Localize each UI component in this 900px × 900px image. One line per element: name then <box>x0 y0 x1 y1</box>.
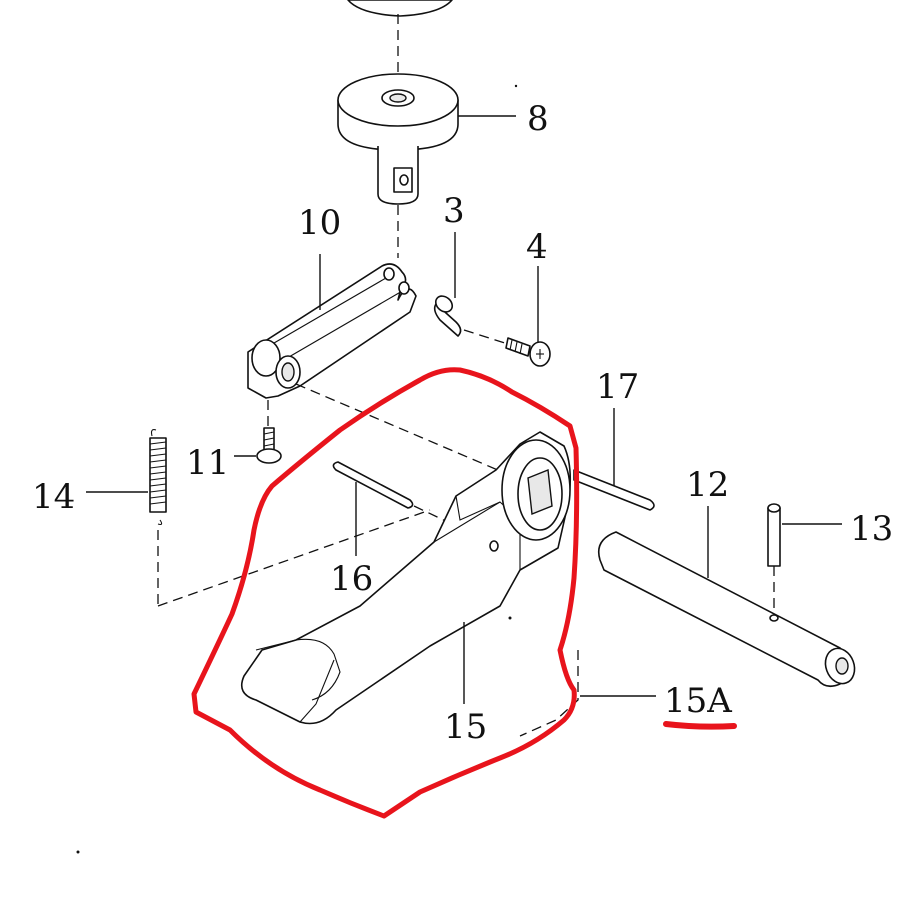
part-13-pin <box>767 503 781 567</box>
label-13: 13 <box>850 509 893 549</box>
part-16-pin <box>332 461 453 525</box>
label-11: 11 <box>186 443 229 483</box>
label-15a: 15A <box>664 681 732 721</box>
part-17-pin <box>573 469 655 511</box>
highlight-outline <box>191 367 580 819</box>
part-4-screw <box>463 329 551 367</box>
label-4: 4 <box>526 227 548 267</box>
label-3: 3 <box>443 191 465 231</box>
assembly-line-c <box>519 650 579 737</box>
label-15: 15 <box>444 707 487 747</box>
label-8: 8 <box>527 99 549 139</box>
label-17: 17 <box>596 367 639 407</box>
assembly-line-b <box>157 509 431 607</box>
highlight-underline <box>663 721 737 730</box>
part-12-shaft <box>597 531 856 688</box>
label-16: 16 <box>330 559 373 599</box>
label-14: 14 <box>32 477 75 517</box>
part-11-screw <box>256 400 282 464</box>
part-15-lever <box>240 431 572 725</box>
part-8-pulley <box>337 73 459 258</box>
part-10-link-arm <box>247 263 417 399</box>
label-10: 10 <box>298 203 341 243</box>
stray-dot <box>514 84 518 88</box>
part-3-sleeve <box>433 295 462 337</box>
stray-dot <box>508 616 512 620</box>
top-disc-part <box>347 0 453 74</box>
label-12: 12 <box>686 465 729 505</box>
stray-dot <box>76 850 80 854</box>
assembly-line-a <box>295 383 541 489</box>
part-14-spring <box>149 429 167 606</box>
